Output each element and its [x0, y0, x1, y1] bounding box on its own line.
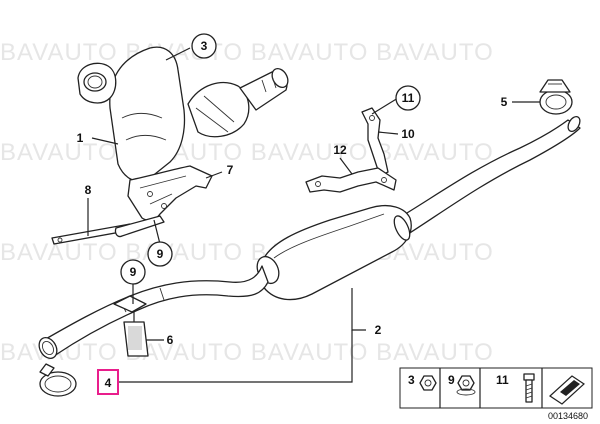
- hardware-legend: 3 9 11 00134680: [399, 367, 593, 421]
- svg-text:12: 12: [333, 143, 347, 157]
- svg-text:9: 9: [130, 265, 137, 279]
- leader-lines: [87, 47, 540, 383]
- callout-11: 11: [395, 85, 421, 111]
- legend-label-3: 3: [408, 373, 415, 387]
- callout-8: 8: [85, 183, 92, 197]
- watermark-layer: BAVAUTO BAVAUTO BAVAUTO BAVAUTO BAVAUTO …: [0, 39, 494, 366]
- svg-text:8: 8: [85, 183, 92, 197]
- bolt-icon: [523, 373, 535, 403]
- callout-1: 1: [77, 131, 84, 145]
- rubber-mount-part-6: [113, 295, 149, 357]
- svg-text:7: 7: [227, 163, 234, 177]
- svg-text:5: 5: [501, 95, 508, 109]
- callout-5: 5: [501, 95, 508, 109]
- svg-text:3: 3: [201, 39, 208, 53]
- svg-text:9: 9: [157, 247, 164, 261]
- callout-7: 7: [227, 163, 234, 177]
- callout-9-upper: 9: [147, 241, 173, 267]
- arrow-symbol-icon: [549, 375, 585, 405]
- watermark-text: BAVAUTO BAVAUTO BAVAUTO BAVAUTO: [0, 339, 494, 366]
- callout-6: 6: [167, 333, 174, 347]
- legend-label-11: 11: [496, 373, 509, 387]
- callout-9-lower: 9: [120, 259, 146, 285]
- nut-icon: [419, 375, 437, 391]
- hanger-bracket: [114, 215, 165, 238]
- watermark-text: BAVAUTO BAVAUTO BAVAUTO BAVAUTO: [0, 139, 494, 166]
- callout-4[interactable]: 4: [97, 369, 119, 395]
- callout-12: 12: [333, 143, 347, 157]
- svg-text:11: 11: [402, 91, 415, 105]
- doc-number: 00134680: [548, 411, 588, 421]
- rear-pipe: [391, 115, 581, 237]
- watermark-text: BAVAUTO BAVAUTO BAVAUTO BAVAUTO: [0, 239, 494, 266]
- clamp-part-4: [39, 363, 77, 397]
- svg-text:6: 6: [167, 333, 174, 347]
- flange-nut-icon: [456, 375, 476, 396]
- watermark-text: BAVAUTO BAVAUTO BAVAUTO BAVAUTO: [0, 39, 494, 66]
- centre-silencer: [256, 204, 412, 301]
- svg-text:1: 1: [77, 131, 84, 145]
- clamp-part-5: [539, 79, 573, 115]
- svg-text:4: 4: [105, 376, 112, 390]
- svg-text:2: 2: [375, 323, 382, 337]
- legend-label-9: 9: [448, 373, 455, 387]
- svg-text:10: 10: [401, 127, 415, 141]
- callout-2: 2: [375, 323, 382, 337]
- callout-3: 3: [191, 33, 217, 59]
- callout-10: 10: [401, 127, 415, 141]
- catalytic-converter-part-1: [77, 46, 289, 182]
- hanger-bracket-part-10-12: [305, 107, 397, 193]
